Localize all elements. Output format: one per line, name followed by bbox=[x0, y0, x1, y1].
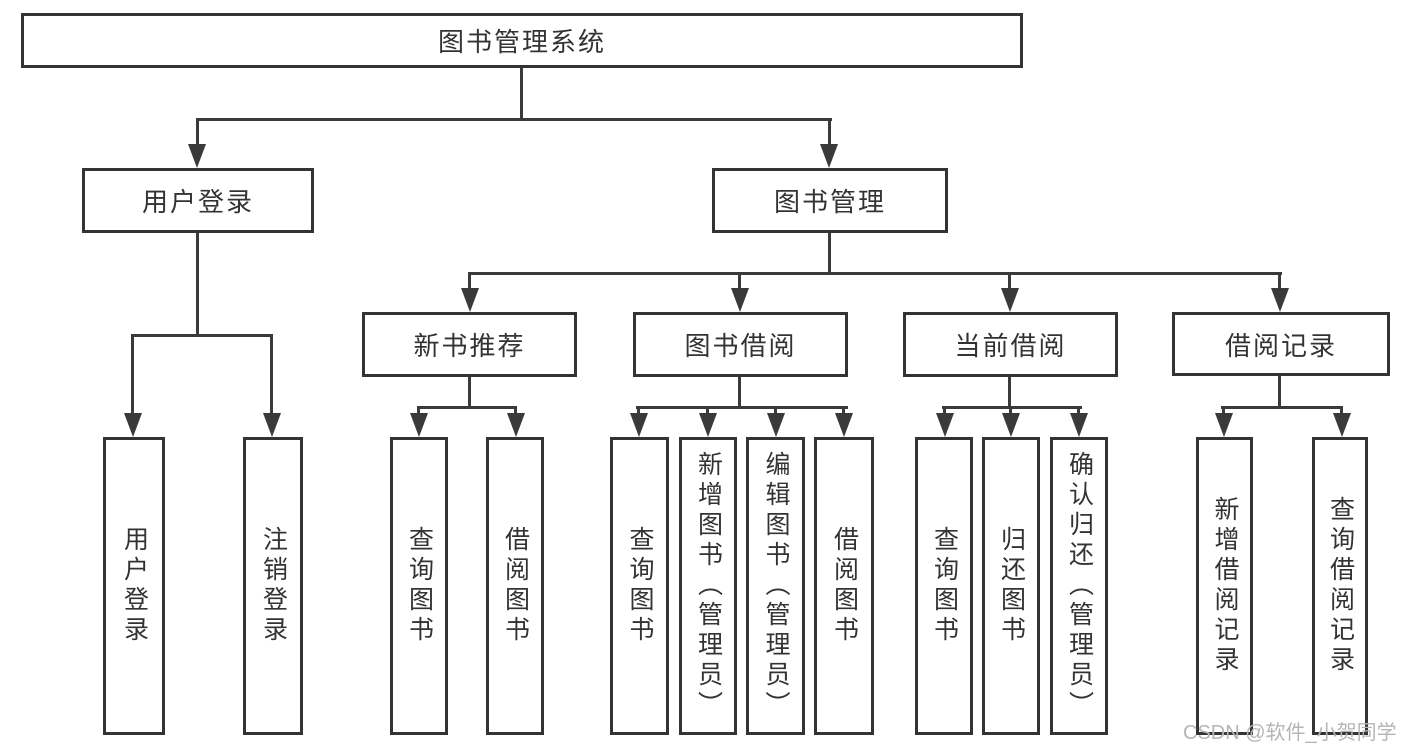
node-label: 归还图书 bbox=[997, 526, 1026, 646]
arrow-down-icon bbox=[410, 413, 428, 437]
node-leaf-query-books-recommend: 查询图书 bbox=[390, 437, 448, 735]
arrow-down-icon bbox=[820, 144, 838, 168]
node-leaf-logout: 注销登录 bbox=[243, 437, 303, 735]
node-leaf-user-login: 用户登录 bbox=[103, 437, 165, 735]
node-label: 查询图书 bbox=[405, 526, 434, 646]
arrow-down-icon bbox=[767, 413, 785, 437]
node-label: 查询图书 bbox=[626, 526, 654, 646]
node-label: 确认归还（管理员） bbox=[1065, 451, 1094, 721]
watermark: CSDN @软件_小贺同学 bbox=[1183, 722, 1397, 744]
node-label: 新增借阅记录 bbox=[1211, 496, 1239, 676]
connector-line bbox=[1278, 272, 1281, 292]
connector-line bbox=[417, 406, 517, 409]
arrow-down-icon bbox=[835, 413, 853, 437]
arrow-down-icon bbox=[124, 413, 142, 437]
connector-line bbox=[520, 68, 523, 120]
node-leaf-query-borrow-record: 查询借阅记录 bbox=[1312, 437, 1368, 735]
node-label: 新增图书（管理员） bbox=[694, 451, 723, 721]
arrow-down-icon bbox=[1070, 413, 1088, 437]
arrow-down-icon bbox=[1001, 288, 1019, 312]
arrow-down-icon bbox=[461, 288, 479, 312]
connector-line bbox=[942, 406, 1082, 409]
node-label: 当前借阅 bbox=[954, 331, 1067, 361]
node-label: 图书管理 bbox=[773, 187, 886, 217]
node-leaf-add-books-admin: 新增图书（管理员） bbox=[679, 437, 737, 735]
connector-line bbox=[196, 118, 199, 152]
connector-line bbox=[1278, 376, 1281, 409]
connector-line bbox=[468, 377, 471, 409]
connector-line bbox=[468, 272, 471, 292]
node-leaf-edit-books-admin: 编辑图书（管理员） bbox=[746, 437, 805, 735]
connector-line bbox=[636, 406, 848, 409]
connector-line bbox=[828, 233, 831, 275]
connector-line bbox=[131, 334, 273, 337]
node-label: 借阅记录 bbox=[1224, 330, 1337, 361]
node-label: 用户登录 bbox=[141, 187, 254, 217]
arrow-down-icon bbox=[263, 413, 281, 437]
node-leaf-confirm-return-admin: 确认归还（管理员） bbox=[1050, 437, 1108, 735]
arrow-down-icon bbox=[1002, 413, 1020, 437]
node-label: 编辑图书（管理员） bbox=[762, 451, 790, 721]
node-root: 图书管理系统 bbox=[21, 13, 1023, 68]
node-label: 新书推荐 bbox=[413, 331, 526, 361]
node-borrow-records: 借阅记录 bbox=[1172, 312, 1390, 376]
node-new-book-recommend: 新书推荐 bbox=[362, 312, 577, 377]
node-leaf-borrow-books-recommend: 借阅图书 bbox=[486, 437, 544, 735]
node-book-management: 图书管理 bbox=[712, 168, 948, 233]
node-leaf-query-books-current: 查询图书 bbox=[915, 437, 973, 735]
connector-line bbox=[1221, 406, 1343, 409]
connector-line bbox=[738, 272, 741, 292]
connector-line bbox=[468, 272, 1282, 275]
connector-line bbox=[196, 233, 199, 337]
node-user-login: 用户登录 bbox=[82, 168, 314, 233]
arrow-down-icon bbox=[731, 288, 749, 312]
arrow-down-icon bbox=[1333, 413, 1351, 437]
arrow-down-icon bbox=[936, 413, 954, 437]
node-label: 图书管理系统 bbox=[437, 27, 606, 57]
node-label: 借阅图书 bbox=[501, 526, 530, 646]
connector-line bbox=[131, 334, 134, 420]
node-leaf-query-books-borrow: 查询图书 bbox=[610, 437, 669, 735]
connector-line bbox=[1008, 272, 1011, 292]
node-current-borrow: 当前借阅 bbox=[903, 312, 1118, 377]
connector-line bbox=[270, 334, 273, 420]
connector-line bbox=[196, 118, 832, 121]
node-label: 用户登录 bbox=[120, 526, 149, 646]
connector-line bbox=[828, 118, 831, 152]
arrow-down-icon bbox=[507, 413, 525, 437]
arrow-down-icon bbox=[1215, 413, 1233, 437]
node-leaf-borrow-books: 借阅图书 bbox=[814, 437, 874, 735]
arrow-down-icon bbox=[1271, 288, 1289, 312]
connector-line bbox=[738, 377, 741, 409]
arrow-down-icon bbox=[630, 413, 648, 437]
node-label: 图书借阅 bbox=[684, 331, 797, 361]
arrow-down-icon bbox=[699, 413, 717, 437]
arrow-down-icon bbox=[188, 144, 206, 168]
node-book-borrow: 图书借阅 bbox=[633, 312, 848, 377]
node-label: 注销登录 bbox=[259, 526, 288, 646]
node-label: 查询借阅记录 bbox=[1326, 496, 1355, 676]
node-leaf-return-books: 归还图书 bbox=[982, 437, 1040, 735]
node-label: 借阅图书 bbox=[830, 526, 859, 646]
node-leaf-add-borrow-record: 新增借阅记录 bbox=[1196, 437, 1253, 735]
connector-line bbox=[1008, 377, 1011, 409]
node-label: 查询图书 bbox=[930, 526, 959, 646]
